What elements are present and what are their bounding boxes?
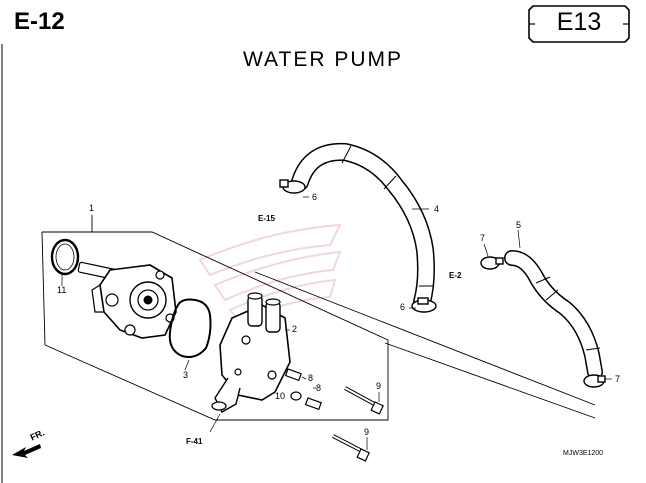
hose-clamp-mid [411,297,437,313]
callout-part-6-upper: 6 [312,192,318,202]
callout-part-7-lower: 7 [615,374,621,384]
bolt-long-upper [344,386,384,415]
catalog-code: MJW3E1200 [563,450,604,457]
callout-part-9-upper: 9 [376,381,382,391]
hose-clamp-small-upper [480,256,504,270]
section-tab: E13 [556,8,602,36]
callout-part-8-lower: 8 [316,383,322,393]
washer [290,391,302,401]
callout-part-6-lower: 6 [400,302,406,312]
pump-assembly-frame [41,215,596,421]
callout-part-4: 4 [434,204,440,214]
water-hose-lower [504,250,603,380]
bolt-small [284,368,322,411]
callout-part-7-upper: 7 [480,233,486,243]
callout-part-8-upper: 8 [308,373,314,383]
ref-e15: E-15 [258,214,275,223]
bolt-long-lower [332,434,370,462]
leader-lines [184,196,612,450]
water-hose-upper [291,142,435,311]
gasket [168,298,212,358]
front-arrow-icon [12,444,41,458]
callout-part-9-lower: 9 [364,427,370,437]
hose-clamp-upper [279,179,306,194]
callout-part-3: 3 [183,370,189,380]
water-pump-body [77,261,177,339]
ref-f41: F-41 [186,437,203,446]
callout-part-11: 11 [57,285,67,295]
callout-part-1: 1 [89,203,95,213]
callout-part-10: 10 [275,391,286,401]
pump-cover [211,292,291,413]
callout-part-5: 5 [516,220,522,230]
diagram-title: WATER PUMP [243,48,403,71]
o-ring [50,238,80,286]
hose-clamp-small-lower [583,374,606,388]
section-tab-frame [528,5,630,43]
page-code: E-12 [14,8,65,35]
ref-e2: E-2 [449,271,462,280]
callout-part-2: 2 [292,324,298,334]
